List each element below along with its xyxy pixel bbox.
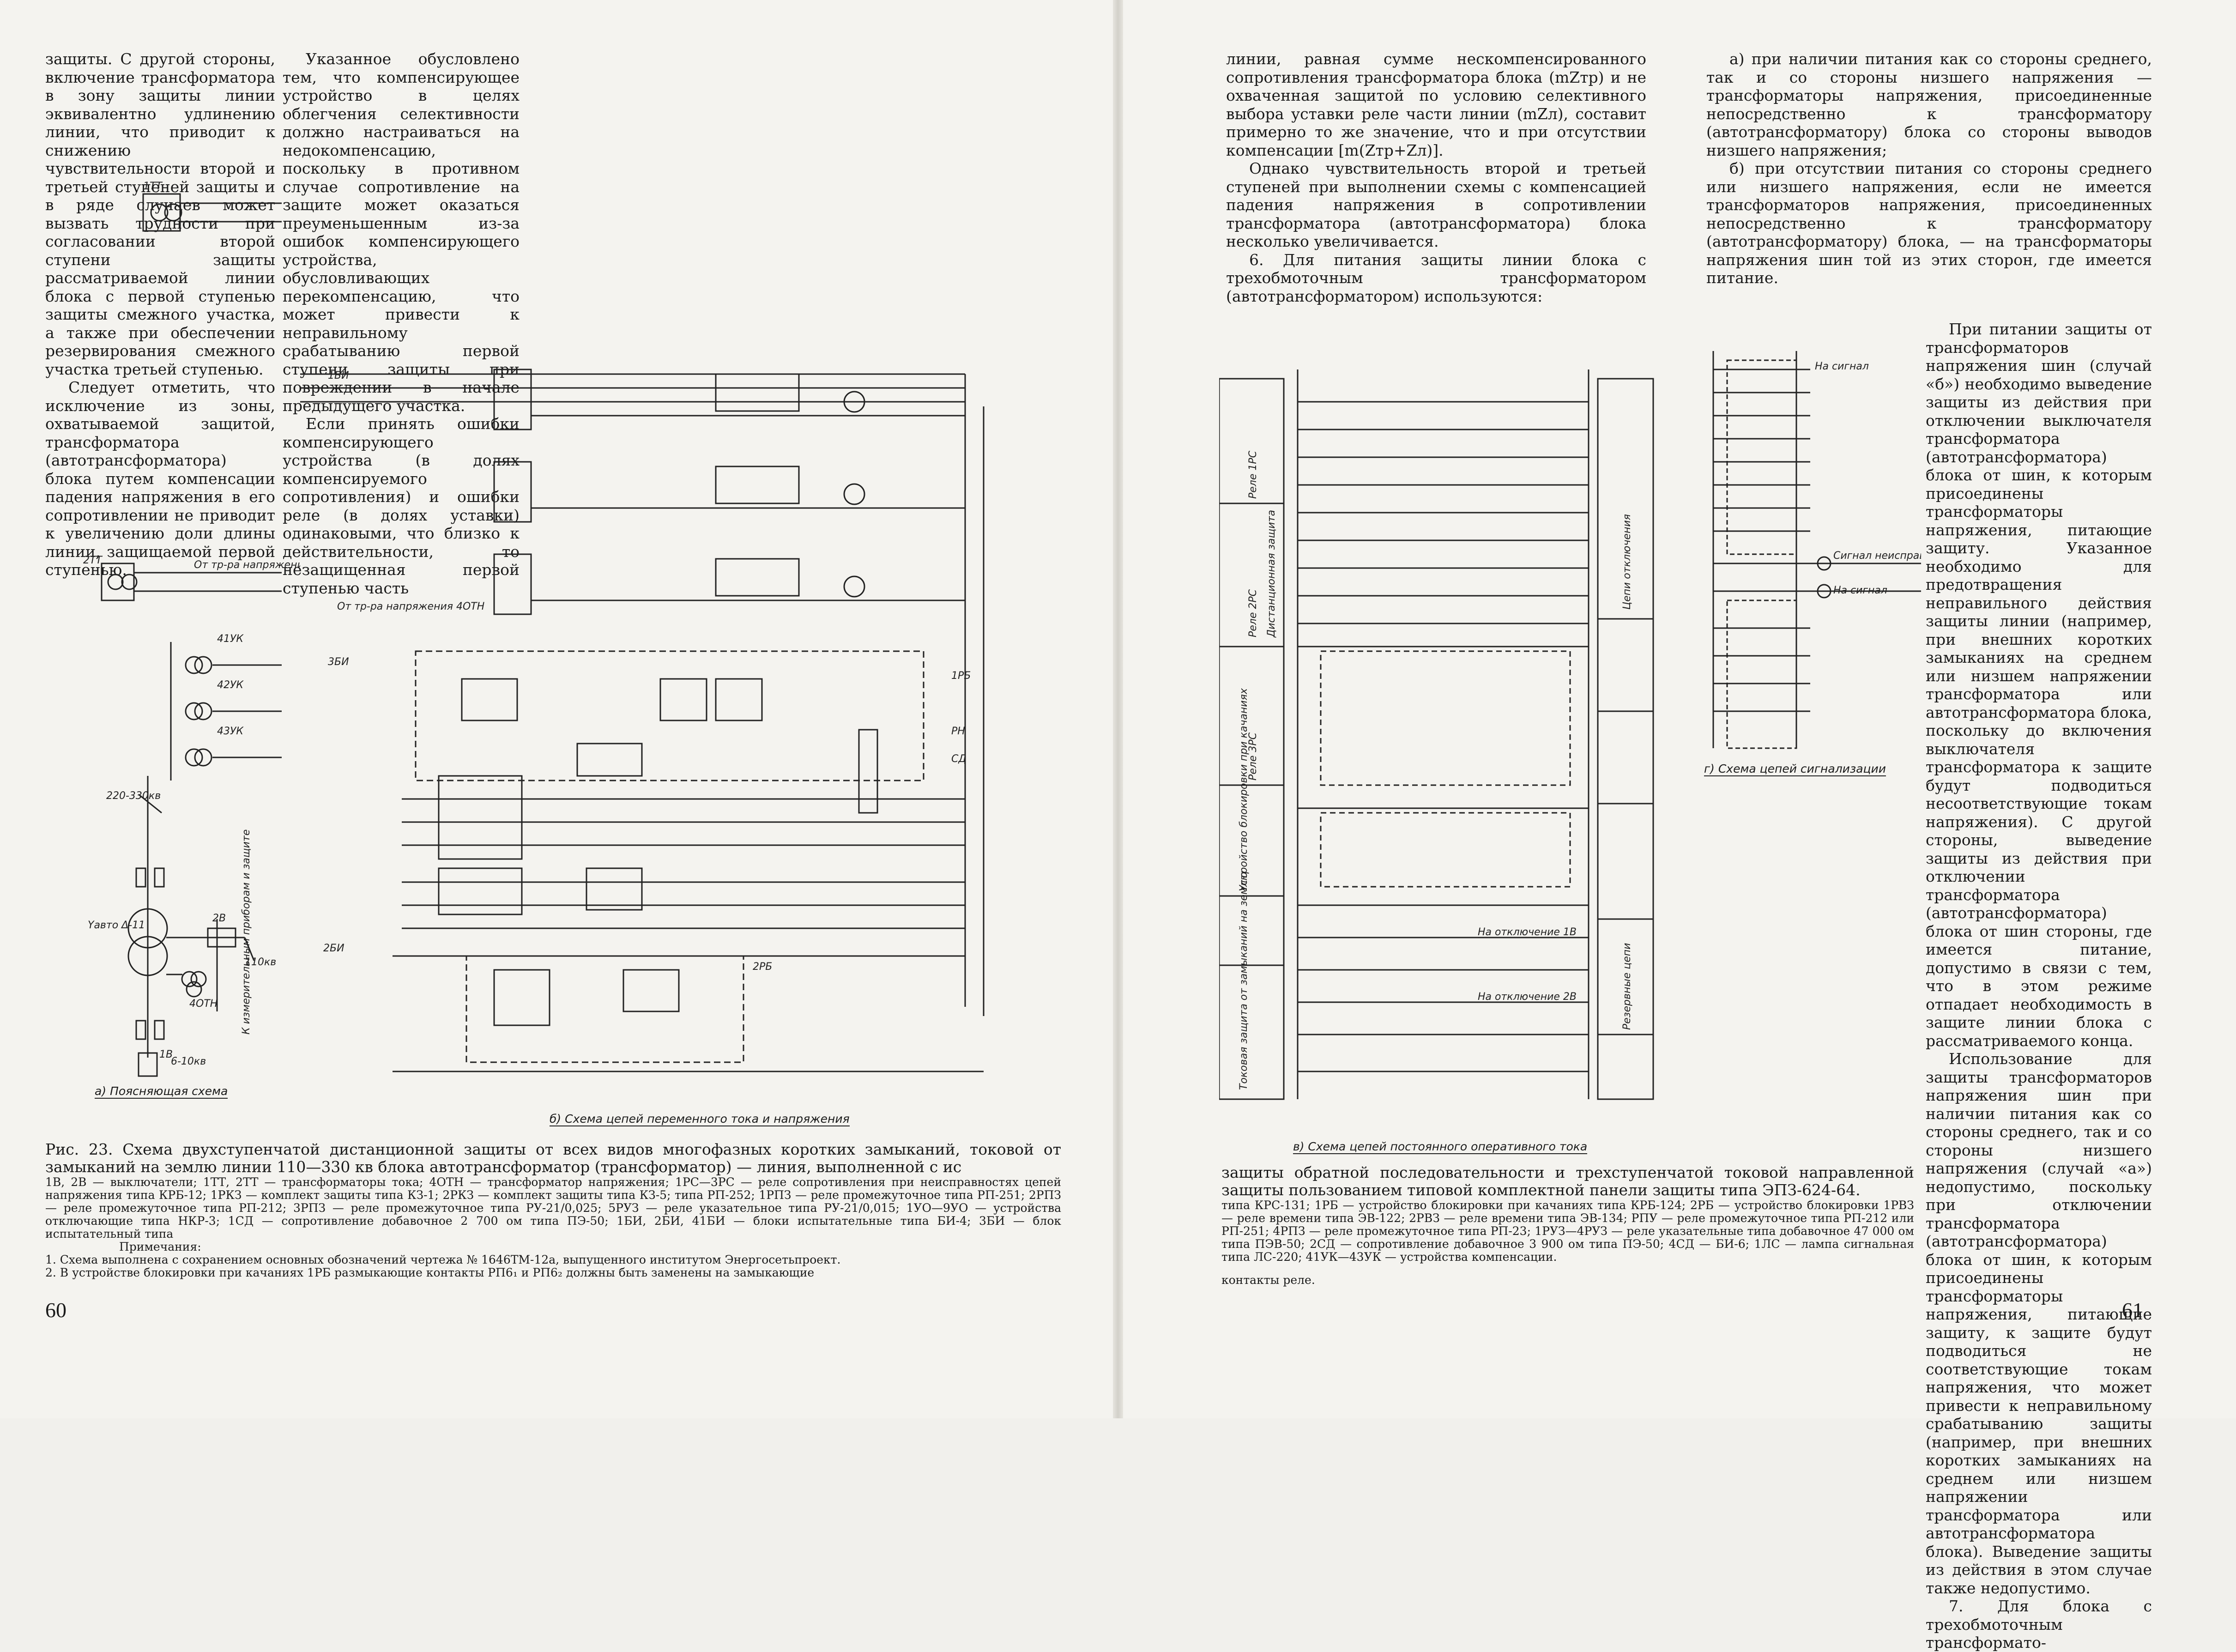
label-transformer-group: Yавто Δ-11 (88, 920, 145, 931)
label-trip-2v: На отключение 2В (1478, 991, 1577, 1003)
label-breaker-2v: 2В (212, 913, 226, 924)
figure-caption-left: Рис. 23. Схема двухступенчатой дистанцио… (45, 1141, 1061, 1279)
label-relay-3rs: Реле 3РС (1247, 732, 1259, 781)
scheme-g-drawing: На сигнал Сигнал неисправности цепей нап… (1712, 351, 1921, 749)
page-number-left: 60 (45, 1298, 66, 1322)
figure-caption-right: защиты обратной последовательности и тре… (1221, 1164, 1914, 1287)
subfigure-label-v: в) Схема цепей постоянного оперативного … (1293, 1140, 1588, 1154)
label-2tt: 2ТТ (83, 555, 103, 566)
paragraph: Однако чувствительность второй и третьей… (1226, 159, 1646, 250)
label-signal-vt-fault: Сигнал неисправности цепей напряжения (1833, 550, 1921, 562)
label-breaker-1v: 1В (159, 1049, 173, 1060)
figure-dc-circuits: Реле 1РС Реле 2РС Дистанционная защита Р… (1219, 351, 1658, 1136)
notes-title: Примечания: (119, 1240, 201, 1253)
scheme-v-drawing: Реле 1РС Реле 2РС Дистанционная защита Р… (1219, 369, 1654, 1100)
label-43uk: 43УК (217, 726, 244, 737)
paragraph: Следует отметить, что исключение из зоны… (45, 378, 275, 579)
scheme-b-drawing: 1РБ РН СД 2РБ 2БИ 1БИ 3БИ От тр-ра напря… (300, 369, 985, 1072)
paragraph: Если принять ошибки компенсирующего устр… (283, 415, 520, 597)
compensation-units (170, 642, 282, 781)
caption-legend-end: контакты реле. (1221, 1273, 1315, 1287)
label-source-vt-2: От тр-ра напряжения 4ОТН (337, 601, 484, 612)
label-distance-protection: Дистанционная защита (1266, 510, 1277, 638)
label-reserve-circuits: Резервные цепи (1621, 943, 1633, 1030)
paragraph: защиты. С другой стороны, включение тран… (45, 50, 275, 378)
current-transformer-1tt (142, 193, 282, 232)
right-text-column-3: При питании защиты от трансформаторов на… (1926, 320, 2152, 1652)
label-relay-2rs: Реле 2РС (1247, 589, 1259, 637)
note-2: 2. В устройстве блокировки при качаниях … (45, 1266, 815, 1279)
blocking-device (415, 650, 925, 814)
paragraph: 6. Для питания защиты линии блока с трех… (1226, 250, 1646, 305)
right-text-column-1: линии, равная сумме нескомпенсированного… (1226, 50, 1646, 305)
book-gutter (1113, 0, 1123, 1418)
label-signal-2: На сигнал (1833, 585, 1887, 596)
right-page (1118, 0, 2236, 1418)
paragraph: а) при наличии питания как со стороны ср… (1706, 50, 2152, 159)
figure-ac-circuits: 1РБ РН СД 2РБ 2БИ 1БИ 3БИ От тр-ра напря… (300, 360, 1021, 1085)
note-1: 1. Схема выполнена с сохранением основны… (45, 1253, 841, 1266)
ground-relay-block (393, 955, 984, 1072)
label-ground-protection: Токовая защита от замыканий на землю (1238, 872, 1250, 1090)
label-3bi: 3БИ (328, 656, 349, 668)
current-transformer-2tt (101, 563, 282, 601)
right-text-column-2: а) при наличии питания как со стороны ср… (1706, 50, 2152, 287)
left-text-column-1: защиты. С другой стороны, включение тран… (45, 50, 275, 579)
label-1tt: 1ТТ (143, 181, 163, 192)
label-voltage-mid: 110кв (245, 956, 276, 968)
label-signal-1: На сигнал (1815, 361, 1869, 372)
label-voltage-low: 6-10кв (171, 1056, 206, 1067)
subfigure-label-a: а) Поясняющая схема (95, 1084, 228, 1099)
label-source-vt: От тр-ра напряжения 4ОТН (194, 559, 300, 571)
paragraph: линии, равная сумме нескомпенсированного… (1226, 50, 1646, 159)
figure-explanatory-scheme: 1ТТ 2ТТ 41УК 42УК 43УК 220-330кв Yавто Δ… (79, 180, 300, 1081)
label-blocking: Устройство блокировки при качаниях (1238, 688, 1250, 891)
label-41uk: 41УК (217, 633, 244, 645)
page-number-right: 61 (2122, 1298, 2143, 1322)
figure-signal-circuits: На сигнал Сигнал неисправности цепей нап… (1704, 342, 1921, 757)
compensation-block (402, 775, 965, 929)
caption-legend: 1В, 2В — выключатели; 1ТТ, 2ТТ — трансфо… (45, 1175, 1061, 1241)
caption-title: защиты обратной последовательности и тре… (1221, 1163, 1914, 1199)
subfigure-label-g: г) Схема цепей сигнализации (1704, 762, 1886, 776)
label-trip-circuits: Цепи отключения (1621, 514, 1633, 610)
label-42uk: 42УК (217, 679, 244, 691)
label-1bi: 1БИ (328, 370, 349, 381)
scheme-a-drawing: 1ТТ 2ТТ 41УК 42УК 43УК 220-330кв Yавто Δ… (83, 181, 300, 1077)
caption-title: Рис. 23. Схема двухступенчатой дистанцио… (45, 1140, 1061, 1176)
label-rn: РН (951, 726, 965, 737)
label-2rb: 2РБ (753, 961, 772, 973)
caption-legend: типа КРС-131; 1РБ — устройство блокировк… (1221, 1198, 1914, 1264)
label-relay-1rs: Реле 1РС (1247, 450, 1259, 499)
paragraph: При питании защиты от трансформаторов на… (1926, 320, 2152, 1050)
label-sd: СД (951, 753, 967, 765)
label-to-meters: К измерительным приборам и защите (241, 829, 252, 1035)
label-1rb: 1РБ (951, 670, 971, 682)
label-4otn: 4ОТН (189, 998, 218, 1010)
paragraph: 7. Для блока с трехобмоточным трансформа… (1926, 1597, 2152, 1652)
paragraph: б) при отсутствии питания со стороны сре… (1706, 159, 2152, 287)
relay-contact-rows (1298, 401, 1589, 1072)
label-trip-1v: На отключение 1В (1478, 926, 1577, 938)
label-voltage-high: 220-330кв (106, 790, 161, 802)
label-2bi: 2БИ (323, 943, 344, 954)
relay-rows (300, 369, 985, 1016)
subfigure-label-b: б) Схема цепей переменного тока и напряж… (550, 1112, 850, 1126)
primary-one-line (127, 776, 255, 1077)
paragraph: Использование для защиты трансформаторов… (1926, 1050, 2152, 1597)
